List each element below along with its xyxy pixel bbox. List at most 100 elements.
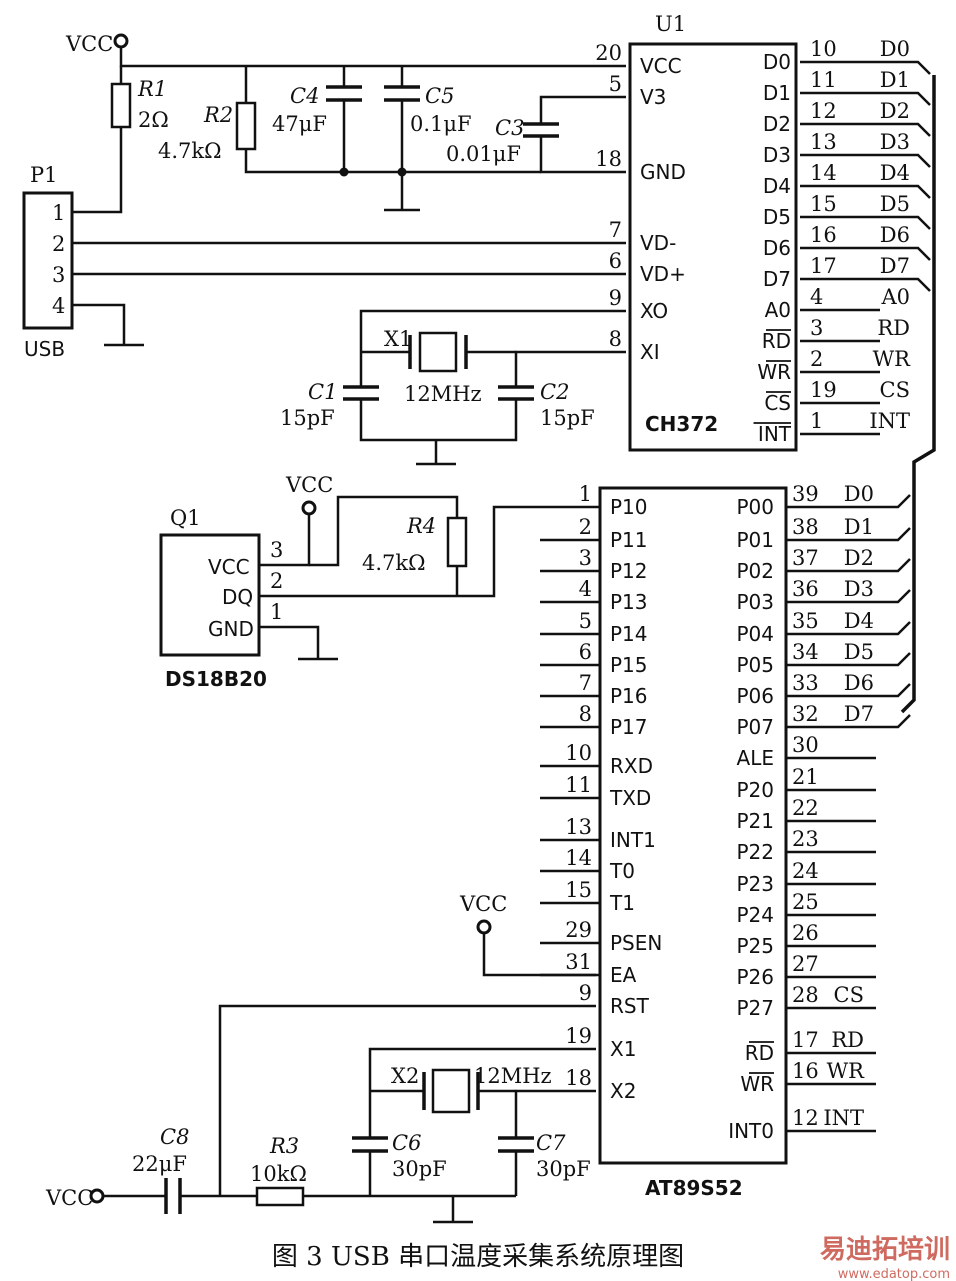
ch372-pin-name: VD+	[640, 262, 686, 286]
at89s52-net-label: D5	[844, 640, 874, 664]
at89s52-pin-name: P03	[736, 590, 774, 614]
ch372-net-label: CS	[880, 378, 910, 402]
at89s52-pin-number: 8	[579, 702, 592, 726]
at89s52-pin-number: 17	[792, 1028, 819, 1052]
ch372-net-label: D3	[880, 130, 910, 154]
ch372-pin-name: D1	[763, 81, 791, 105]
at89s52-pin-number: 14	[565, 846, 592, 870]
ch372-pin-name: VD-	[640, 231, 676, 255]
at89s52-net-label: D1	[844, 515, 874, 539]
c7-capacitor	[498, 1136, 534, 1153]
vcc-label-ea: VCC	[459, 892, 507, 916]
bus-entry	[800, 122, 931, 137]
ch372-pin-number: 3	[810, 316, 823, 340]
r1-ref: R1	[137, 77, 167, 101]
ch372-pin-number: 20	[595, 41, 622, 65]
at89s52-pin-number: 12	[792, 1106, 819, 1130]
at89s52-pin-number: 3	[579, 546, 592, 570]
x1-crystal	[418, 331, 458, 373]
r4-ref: R4	[406, 514, 436, 538]
r4-value: 4.7kΩ	[362, 551, 426, 575]
bus-entry	[786, 652, 911, 667]
c3-capacitor	[523, 122, 559, 138]
bus-entry	[800, 215, 931, 230]
c5-value: 0.1μF	[410, 112, 472, 136]
at89s52-pin-name: P05	[736, 653, 774, 677]
c4-capacitor	[326, 85, 362, 102]
bus-entry	[786, 558, 911, 573]
x1-value: 12MHz	[404, 382, 482, 406]
ch372-net-label: D0	[880, 37, 910, 61]
usb-label: USB	[24, 337, 65, 361]
at89s52-net-label: D0	[844, 482, 874, 506]
ch372-pin-number: 11	[810, 68, 837, 92]
c1-ref: C1	[308, 380, 337, 404]
q1-ref: Q1	[170, 506, 201, 530]
x1-ref: X1	[384, 327, 412, 351]
ch372-label: CH372	[645, 412, 718, 436]
at89s52-pin-number: 25	[792, 890, 819, 914]
at89s52-pin-number: 6	[579, 640, 592, 664]
r2-value: 4.7kΩ	[158, 139, 222, 163]
at89s52-pin-number: 11	[565, 773, 592, 797]
at89s52-pin-number: 27	[792, 952, 819, 976]
ch372-chip-body	[628, 42, 798, 452]
r2-resistor	[235, 101, 257, 151]
c7-ref: C7	[536, 1131, 566, 1155]
c8-value: 22μF	[132, 1152, 187, 1176]
at89s52-pin-number: 30	[792, 733, 819, 757]
at89s52-pin-number: 7	[579, 671, 592, 695]
c4-ref: C4	[290, 84, 319, 108]
ch372-net-label: D5	[880, 192, 910, 216]
ch372-pin-name: D2	[763, 112, 791, 136]
bus-entry	[786, 527, 911, 542]
at89s52-pin-name: X1	[610, 1037, 636, 1061]
at89s52-pin-name: P25	[736, 934, 774, 958]
r3-value: 10kΩ	[250, 1162, 307, 1186]
at89s52-pin-name: P23	[736, 872, 774, 896]
q1-pin2-num: 2	[270, 569, 283, 593]
at89s52-pin-number: 34	[792, 640, 819, 664]
ch372-net-label: INT	[869, 409, 910, 433]
bus-entry	[800, 277, 931, 292]
c6-capacitor	[352, 1136, 388, 1153]
ch372-net-label: WR	[873, 347, 912, 371]
q1-pin1-num: 1	[270, 600, 283, 624]
c8-capacitor	[164, 1178, 182, 1214]
data-bus	[900, 75, 936, 714]
at89s52-pin-name: INT0	[728, 1119, 774, 1143]
ch372-pin-number: 9	[609, 286, 622, 310]
at89s52-pin-number: 35	[792, 609, 819, 633]
at89s52-pin-name: T0	[609, 859, 635, 883]
at89s52-pin-name: RXD	[610, 754, 653, 778]
r1-resistor	[110, 82, 132, 129]
at89s52-pin-name: INT1	[610, 828, 656, 852]
wire-dq	[259, 505, 596, 598]
at89s52-pin-number: 9	[579, 981, 592, 1005]
r2-ref: R2	[203, 103, 233, 127]
at89s52-chip-body	[598, 486, 788, 1165]
at89s52-pin-name: P07	[736, 715, 774, 739]
ch372-pin-name: D5	[763, 205, 791, 229]
at89s52-left-pins: 1P102P113P124P135P146P157P168P1710RXD11T…	[540, 482, 662, 1103]
ch372-pin-name: INT	[758, 422, 792, 446]
p1-ref: P1	[30, 163, 58, 187]
at89s52-pin-name: P00	[736, 495, 774, 519]
vcc-terminal-ea	[476, 919, 492, 935]
bus-entry	[786, 589, 911, 604]
at89s52-pin-number: 26	[792, 921, 819, 945]
at89s52-pin-name: P10	[610, 495, 648, 519]
at89s52-pin-number: 31	[565, 950, 592, 974]
ch372-pin-name: D6	[763, 236, 791, 260]
ch372-net-label: D4	[880, 161, 910, 185]
ds18b20-label: DS18B20	[165, 667, 267, 691]
ch372-pin-name: XO	[640, 299, 668, 323]
at89s52-pin-number: 39	[792, 482, 819, 506]
at89s52-net-label: INT	[823, 1106, 864, 1130]
watermark-logo: 易迪拓培训	[820, 1235, 950, 1265]
at89s52-pin-name: P01	[736, 528, 774, 552]
c5-capacitor	[384, 85, 420, 102]
vcc-label-reset: VCC	[45, 1186, 93, 1210]
at89s52-pin-number: 15	[565, 878, 592, 902]
c6-value: 30pF	[392, 1157, 447, 1181]
